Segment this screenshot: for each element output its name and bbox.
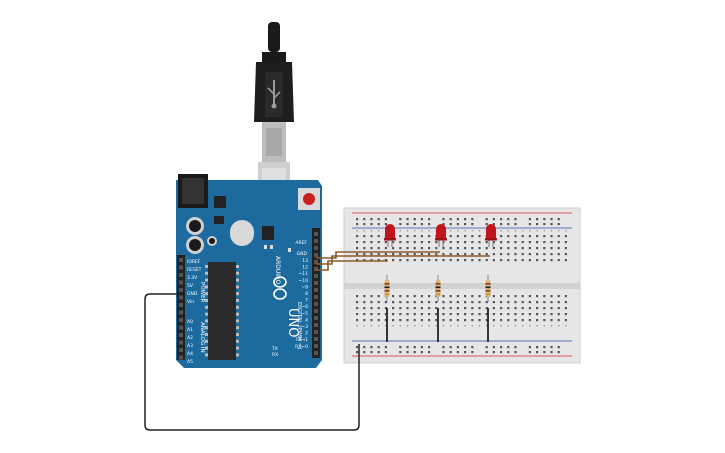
pin-number-label: ~6 bbox=[301, 304, 308, 310]
gnd-power-label: GND bbox=[187, 291, 198, 297]
tx-led-label: TX bbox=[271, 346, 278, 352]
pin-number-label: ~10 bbox=[299, 278, 309, 284]
usb-logo-icon bbox=[267, 80, 281, 109]
arduino-logo-icon bbox=[273, 276, 287, 300]
usb-chip bbox=[262, 226, 274, 240]
crystal-oscillator bbox=[230, 220, 254, 246]
5v-label: 5V bbox=[187, 283, 194, 289]
breadboard[interactable] bbox=[343, 207, 581, 364]
vin-label: Vin bbox=[187, 299, 194, 305]
a3-label: A3 bbox=[187, 343, 193, 349]
reset-label: RESET bbox=[187, 267, 202, 273]
pin-number-label: ~11 bbox=[299, 271, 309, 277]
pin-number-label: RX←0 bbox=[295, 344, 308, 350]
ground-jumpers[interactable] bbox=[386, 308, 489, 342]
brand-label: ARDUINO bbox=[274, 256, 281, 285]
resistor[interactable] bbox=[384, 275, 390, 302]
digital-header[interactable] bbox=[312, 228, 320, 358]
resistor[interactable] bbox=[485, 275, 491, 302]
pin-number-label: ~5 bbox=[301, 311, 308, 317]
pin-number-label: 2 bbox=[305, 331, 308, 337]
led[interactable] bbox=[384, 224, 396, 247]
center-channel bbox=[344, 283, 580, 289]
reset-button[interactable] bbox=[298, 188, 320, 210]
pin-number-label: 7 bbox=[305, 298, 308, 304]
pin-number-label: 8 bbox=[305, 291, 308, 297]
arduino-board[interactable]: ARDUINO UNO AREF GND 1312~11~10~987~6~54… bbox=[176, 174, 322, 368]
pin-number-label: ~9 bbox=[301, 284, 308, 290]
wire-pin11[interactable] bbox=[316, 260, 388, 271]
wire-pin13[interactable] bbox=[316, 251, 440, 259]
model-label: UNO bbox=[285, 308, 300, 337]
breadboard-holes[interactable] bbox=[356, 218, 567, 354]
a0-label: A0 bbox=[187, 319, 193, 325]
analog-in-label: ANALOG IN bbox=[199, 322, 205, 353]
a5-label: A5 bbox=[187, 359, 193, 365]
pin-number-label: 13 bbox=[302, 258, 308, 264]
signal-wires[interactable] bbox=[316, 251, 490, 271]
a4-label: A4 bbox=[187, 351, 193, 357]
3v3-label: 3.3V bbox=[187, 275, 198, 281]
ioref-label: IOREF bbox=[187, 259, 201, 265]
pin-number-label: TX→1 bbox=[295, 337, 309, 343]
pin-number-label: 4 bbox=[305, 317, 308, 323]
led[interactable] bbox=[485, 224, 497, 247]
gnd-label: GND bbox=[297, 251, 308, 257]
ground-wire[interactable] bbox=[144, 293, 360, 431]
aref-label: AREF bbox=[295, 240, 307, 246]
power-label: POWER bbox=[199, 282, 205, 303]
atmega-chip bbox=[205, 262, 239, 360]
pin-number-label: ~3 bbox=[301, 324, 308, 330]
pin-number-label: 12 bbox=[302, 265, 308, 271]
power-analog-header[interactable] bbox=[177, 255, 185, 360]
wire-pin12[interactable] bbox=[316, 255, 490, 265]
rx-led-label: RX bbox=[272, 352, 278, 358]
a2-label: A2 bbox=[187, 335, 193, 341]
led[interactable] bbox=[435, 224, 447, 247]
digital-label: DIGITAL (PWM ~) bbox=[296, 302, 302, 349]
resistor[interactable] bbox=[435, 275, 441, 302]
a1-label: A1 bbox=[187, 327, 193, 333]
